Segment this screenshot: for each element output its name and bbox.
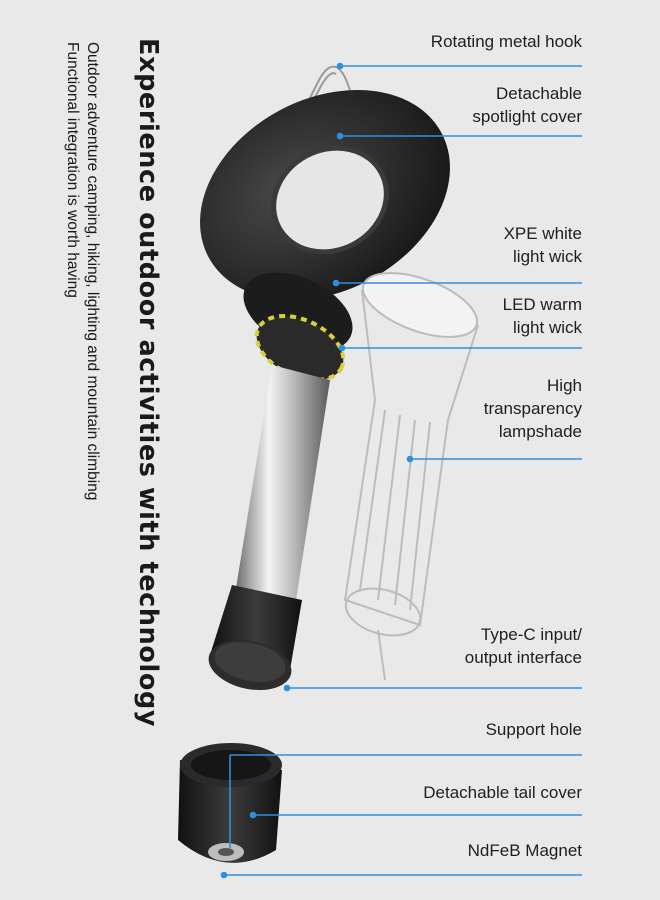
callout-led-warm-light-wick: LED warm light wick xyxy=(502,295,582,337)
callout-detachable-spotlight-cover: Detachable spotlight cover xyxy=(472,84,582,126)
callout-high-transparency-lampshade: High transparency lampshade xyxy=(483,376,582,441)
subtitle-line-1: Outdoor adventure camping, hiking, light… xyxy=(84,42,101,501)
callout-xpe-white-light-wick: XPE white light wick xyxy=(503,224,582,266)
bottom-cap xyxy=(208,585,302,691)
callout-ndfeb-magnet: NdFeB Magnet xyxy=(467,841,582,860)
spotlight-cover xyxy=(200,89,450,301)
callout-type-c-interface: Type-C input/ output interface xyxy=(464,625,582,667)
callout-detachable-tail-cover: Detachable tail cover xyxy=(423,783,582,802)
subtitle-line-2: Functional integration is worth having xyxy=(64,42,81,298)
metal-tube xyxy=(236,365,330,600)
led-head xyxy=(243,272,353,382)
callout-rotating-metal-hook: Rotating metal hook xyxy=(430,32,582,51)
callout-support-hole: Support hole xyxy=(485,720,582,739)
lampshade xyxy=(343,272,479,681)
headline: Experience outdoor activities with techn… xyxy=(133,38,163,728)
leader-lines xyxy=(220,62,582,879)
